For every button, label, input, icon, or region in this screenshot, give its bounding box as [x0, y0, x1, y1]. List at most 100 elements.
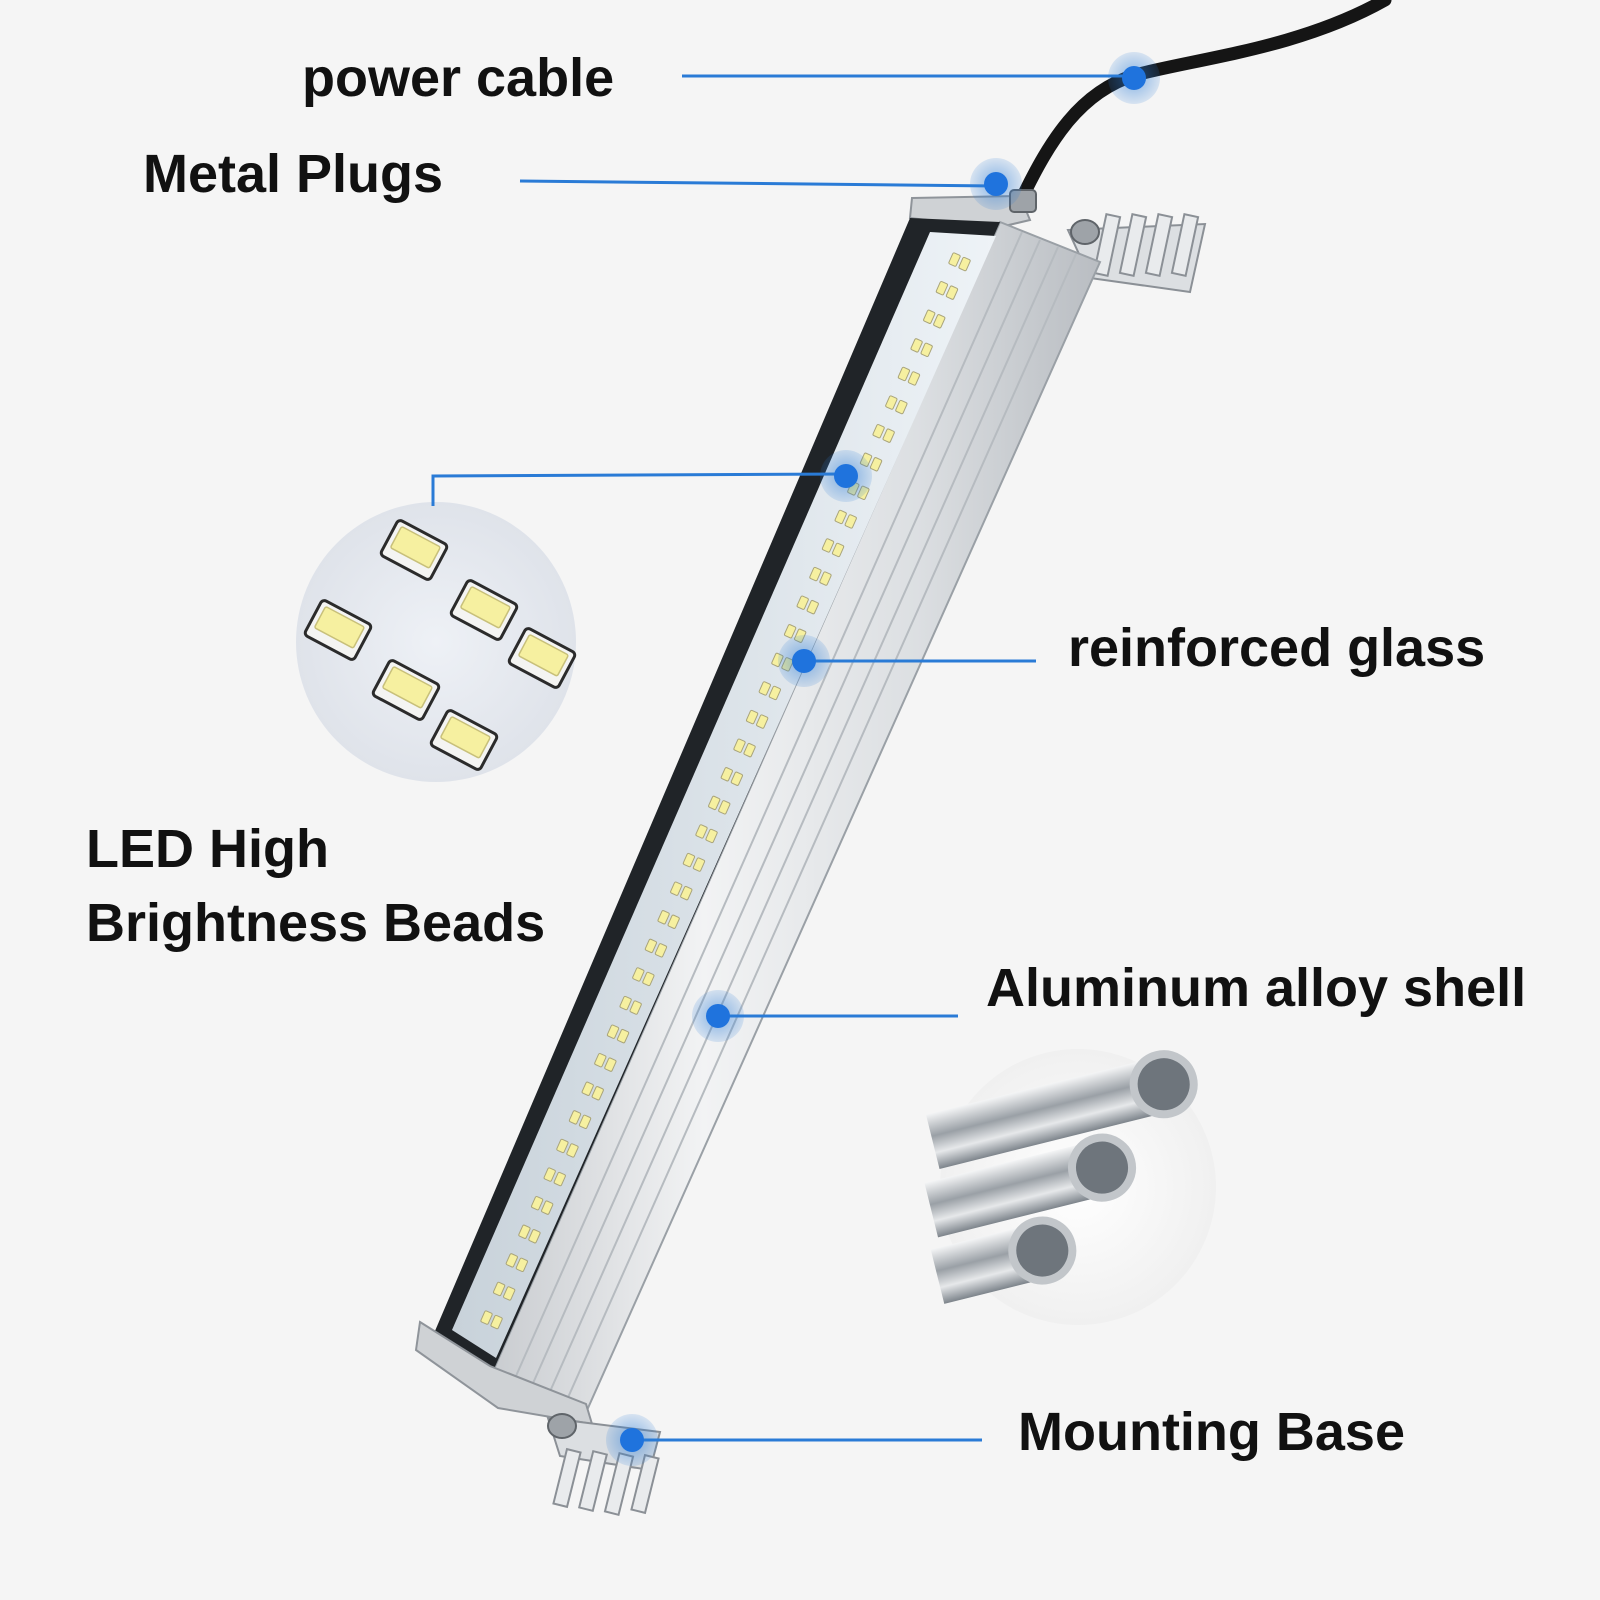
led-bead: [885, 395, 898, 410]
callout-line-metal-plugs: [519, 179, 997, 188]
led-bead: [743, 743, 756, 758]
aluminum-tube-closeup: [924, 1049, 1216, 1325]
shell-grooves: [511, 231, 1077, 1403]
led-bead-chip: [379, 519, 449, 581]
led-bead: [632, 967, 645, 982]
led-bead: [566, 1143, 579, 1158]
reinforced-glass-panel: [452, 232, 996, 1358]
led-bead: [948, 252, 961, 267]
label-led-beads-line1: LED High: [86, 819, 329, 879]
led-bead: [809, 566, 822, 582]
led-bead: [568, 1110, 582, 1125]
led-bead: [543, 1167, 556, 1182]
led-bead: [531, 1196, 544, 1211]
led-bead: [806, 600, 819, 615]
led-bead: [642, 971, 655, 987]
led-bead: [604, 1057, 617, 1072]
led-bead: [958, 256, 971, 272]
led-bead: [490, 1314, 503, 1330]
led-bead-closeup: [296, 502, 577, 782]
led-bead: [844, 514, 857, 529]
callout-dot-reinforced-glass: [778, 635, 830, 687]
callout-dot-led-beads: [820, 450, 872, 502]
led-bead: [910, 338, 923, 353]
led-bead: [616, 1029, 630, 1044]
led-bead: [692, 857, 706, 872]
led-bead: [619, 995, 632, 1011]
led-bead: [869, 457, 883, 472]
power-cable-wire: [1015, 0, 1392, 205]
led-bead: [705, 828, 718, 844]
label-metal-plugs: Metal Plugs: [143, 144, 444, 204]
led-bead: [796, 595, 809, 610]
led-bead: [528, 1229, 541, 1244]
led-bead: [493, 1281, 506, 1297]
led-bead: [553, 1171, 566, 1187]
led-bead: [594, 1053, 607, 1068]
top-mounting-bracket: [1066, 213, 1207, 294]
led-bead: [695, 824, 708, 839]
led-bead: [708, 795, 721, 810]
label-mounting-base: Mounting Base: [1018, 1402, 1405, 1462]
label-led-beads-line2: Brightness Beads: [86, 893, 546, 953]
led-bead: [654, 943, 668, 958]
led-bead: [834, 509, 847, 525]
led-bead: [730, 771, 743, 786]
led-bead: [768, 685, 781, 701]
led-bead-chip: [507, 627, 577, 689]
led-bead: [682, 852, 696, 868]
led-bead: [657, 910, 670, 925]
led-bead: [758, 681, 771, 696]
led-bead: [746, 709, 759, 725]
led-bead: [629, 1000, 642, 1015]
label-reinforced-glass: reinforced glass: [1068, 618, 1486, 678]
callout-dot-power-cable: [1108, 52, 1160, 104]
led-bead: [756, 714, 769, 729]
led-bead: [680, 886, 693, 901]
callout-dots: [606, 52, 1160, 1466]
led-bead: [606, 1024, 620, 1039]
led-bead: [933, 314, 946, 329]
led-bead: [670, 881, 683, 896]
callout-dot-aluminum-shell: [692, 990, 744, 1042]
led-bead: [718, 800, 731, 815]
led-bead: [578, 1114, 592, 1129]
callout-lines: [431, 74, 1132, 1442]
led-bead: [784, 624, 797, 639]
led-bead: [515, 1257, 528, 1272]
led-bead: [581, 1081, 594, 1096]
led-bead: [591, 1086, 604, 1101]
led-bead: [935, 281, 949, 296]
led-bead-chip: [449, 579, 519, 641]
callout-dot-metal-plugs: [970, 158, 1022, 210]
led-bead: [733, 738, 746, 753]
led-bead: [667, 914, 680, 929]
label-led-beads: LED High Brightness Beads: [86, 812, 545, 960]
callout-line-led-beads: [431, 472, 847, 506]
led-bead: [480, 1310, 493, 1325]
label-power-cable: power cable: [302, 48, 615, 108]
led-bead-chip: [303, 599, 373, 661]
led-bead: [821, 538, 835, 553]
label-aluminum-shell: Aluminum alloy shell: [986, 958, 1527, 1018]
led-bead: [920, 342, 933, 357]
led-bead: [819, 571, 832, 586]
led-bead: [923, 309, 936, 324]
led-bead: [505, 1253, 518, 1268]
led-bead-chip: [371, 659, 441, 721]
led-bead: [897, 366, 911, 382]
callout-dot-mounting-base: [606, 1414, 658, 1466]
led-bead: [556, 1138, 569, 1154]
led-bead: [644, 938, 658, 953]
led-bead: [945, 285, 959, 300]
led-bead: [907, 371, 921, 386]
led-bead: [518, 1224, 531, 1239]
led-bead: [872, 424, 885, 439]
led-bead: [503, 1286, 516, 1301]
led-bead-chip: [429, 709, 499, 771]
led-bead: [831, 542, 845, 558]
led-bead: [882, 428, 895, 443]
led-bead: [541, 1200, 554, 1215]
led-bead: [895, 399, 908, 415]
